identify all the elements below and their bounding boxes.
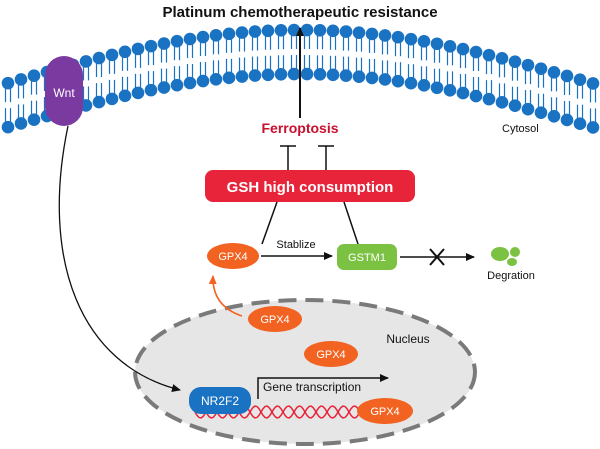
gsh-consumption-box — [205, 170, 415, 202]
gstm1-node — [337, 244, 397, 270]
membrane-outer-leaflet — [1, 23, 600, 90]
membrane-inner-leaflet — [1, 67, 600, 134]
gpx4-cytosol-node — [207, 243, 259, 269]
wnt-to-nr2f2-arrow — [58, 125, 181, 392]
ferroptosis-label-bg — [262, 118, 338, 136]
nr2f2-label: NR2F2 — [201, 394, 239, 408]
diagram-title: Platinum chemotherapeutic resistance — [162, 4, 437, 21]
ferroptosis-label: Ferroptosis — [261, 120, 338, 136]
gpx4-middle-node — [304, 341, 358, 367]
wnt-receptor-shape — [45, 56, 83, 126]
gstm1-label: GSTM1 — [348, 252, 386, 264]
gpx4-gene-node — [357, 398, 413, 424]
cytosol-label: Cytosol — [502, 123, 539, 135]
nucleus — [133, 298, 477, 446]
inhibition-links — [280, 145, 334, 170]
degradation-fragments-icon — [491, 247, 520, 266]
gene-transcription-arrow — [257, 374, 389, 399]
stabilize-label: Stablize — [276, 239, 315, 251]
gpx4-cytosol-label: GPX4 — [218, 251, 247, 263]
cell-membrane — [1, 23, 600, 134]
degradation-label: Degration — [487, 270, 535, 282]
gpx4-middle-label: GPX4 — [316, 349, 345, 361]
gpx4-upper-node — [248, 306, 302, 332]
wnt-label: Wnt — [53, 86, 75, 100]
gpx4-to-gsh-link — [261, 201, 278, 245]
gstm1-to-gsh-link — [343, 201, 359, 245]
nucleus-label: Nucleus — [386, 332, 429, 346]
gpx4-export-arrow — [208, 275, 243, 317]
gpx4-upper-label: GPX4 — [260, 314, 289, 326]
gpx4-gene-label: GPX4 — [370, 406, 399, 418]
gsh-consumption-label: GSH high consumption — [227, 179, 394, 196]
blocked-x-icon — [429, 248, 445, 266]
nr2f2-node — [189, 387, 251, 414]
gene-transcription-label: Gene transcription — [263, 380, 361, 394]
wnt-receptor: Wnt — [45, 56, 83, 126]
dna-strand-a — [194, 405, 376, 419]
